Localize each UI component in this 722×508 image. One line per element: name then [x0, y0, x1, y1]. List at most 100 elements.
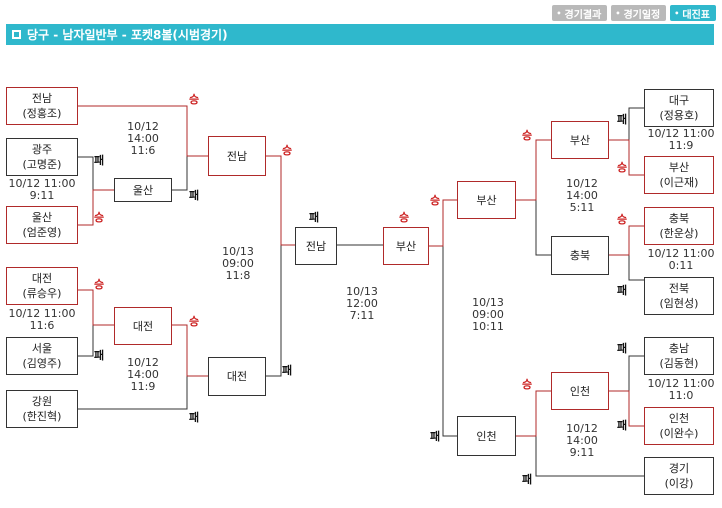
- match-time: 12:00: [346, 297, 378, 310]
- tab-results-label: 경기결과: [564, 9, 602, 21]
- winner-connectors: [78, 105, 644, 437]
- tab-bracket-label: 대진표: [682, 9, 710, 21]
- match-score: 11:6: [29, 319, 55, 332]
- player-busan[interactable]: 부산 (이근재): [644, 156, 714, 194]
- player-ulsan[interactable]: 울산 (엄준영): [6, 206, 78, 244]
- loss-mark: 패: [189, 189, 200, 202]
- round-incheon[interactable]: 인천: [551, 372, 609, 410]
- match-score: 11:0: [668, 389, 694, 402]
- match-info: 10/12 14:00 11:9: [118, 357, 168, 393]
- loss-mark: 패: [94, 154, 105, 167]
- player-region: 광주: [31, 143, 53, 156]
- player-region: 서울: [31, 342, 53, 355]
- win-mark: 승: [189, 93, 200, 106]
- player-chungnam[interactable]: 충남 (김동현): [644, 337, 714, 375]
- team-label: 전남: [226, 149, 248, 163]
- match-info: 10/12 11:00 11:9: [641, 128, 721, 152]
- match-info: 10/12 11:00 11:0: [641, 378, 721, 402]
- match-date: 10/12: [566, 177, 598, 190]
- win-mark: 승: [94, 278, 105, 291]
- team-label: 전남: [305, 239, 327, 253]
- match-info: 10/13 09:00 10:11: [463, 297, 513, 333]
- match-score: 5:11: [569, 201, 595, 214]
- tab-bracket[interactable]: •대진표: [670, 5, 716, 21]
- connector: [266, 244, 295, 377]
- loss-mark: 패: [282, 364, 293, 377]
- loss-mark: 패: [617, 113, 628, 126]
- player-name: (이근재): [659, 176, 699, 189]
- player-daegu[interactable]: 대구 (정용호): [644, 89, 714, 127]
- player-name: (이완수): [659, 427, 699, 440]
- player-name: (엄준영): [22, 226, 62, 239]
- connector: [172, 155, 208, 191]
- match-info: 10/12 14:00 11:6: [118, 121, 168, 157]
- match-info: 10/12 11:00 0:11: [641, 248, 721, 272]
- player-region: 대전: [31, 272, 53, 285]
- player-daejeon[interactable]: 대전 (류승우): [6, 267, 78, 305]
- match-score: 11:8: [225, 269, 251, 282]
- round-jeonnam[interactable]: 전남: [208, 136, 266, 176]
- match-score: 11:9: [130, 380, 156, 393]
- player-name: (김영주): [22, 357, 62, 370]
- match-time: 09:00: [472, 308, 504, 321]
- match-date: 10/12: [127, 120, 159, 133]
- team-label: 인천: [569, 384, 591, 398]
- player-gangwon[interactable]: 강원 (한진혁): [6, 390, 78, 428]
- player-name: (이강): [664, 477, 694, 490]
- round-chungbuk[interactable]: 충북: [551, 236, 609, 275]
- win-mark: 승: [617, 213, 628, 226]
- connector: [609, 139, 644, 176]
- connector: [429, 199, 457, 247]
- page-title: 당구 - 남자일반부 - 포켓8볼(시범경기): [27, 28, 228, 42]
- player-name: (김동현): [659, 357, 699, 370]
- loss-mark: 패: [522, 473, 533, 486]
- win-mark: 승: [399, 211, 410, 224]
- player-seoul[interactable]: 서울 (김영주): [6, 337, 78, 375]
- match-date: 10/13: [222, 245, 254, 258]
- semifinal-jeonnam[interactable]: 전남: [295, 227, 337, 265]
- player-jeonnam[interactable]: 전남 (정홍조): [6, 87, 78, 125]
- connector: [78, 189, 114, 226]
- team-label: 대전: [226, 370, 248, 383]
- win-mark: 승: [94, 211, 105, 224]
- round-ulsan[interactable]: 울산: [114, 178, 172, 202]
- win-mark: 승: [522, 378, 533, 391]
- tab-schedule-label: 경기일정: [623, 9, 661, 21]
- round-incheon-2[interactable]: 인천: [457, 416, 516, 456]
- round-daejeon[interactable]: 대전: [114, 307, 172, 345]
- team-label: 부산: [476, 193, 497, 207]
- win-mark: 승: [282, 144, 293, 157]
- player-region: 울산: [31, 211, 53, 224]
- final-busan[interactable]: 부산: [383, 227, 429, 265]
- bullet-icon: •: [674, 8, 680, 18]
- bullet-icon: •: [556, 8, 562, 18]
- player-chungbuk[interactable]: 충북 (한운상): [644, 207, 714, 245]
- loss-mark: 패: [94, 349, 105, 362]
- player-region: 대구: [668, 94, 690, 107]
- view-tabs: •경기결과 •경기일정 •대진표: [552, 5, 716, 21]
- player-incheon[interactable]: 인천 (이완수): [644, 407, 714, 445]
- page-title-bar: 당구 - 남자일반부 - 포켓8볼(시범경기): [6, 24, 714, 45]
- connector: [516, 139, 551, 201]
- round-busan[interactable]: 부산: [551, 121, 609, 159]
- round-busan-2[interactable]: 부산: [457, 181, 516, 219]
- match-time: 10/12 11:00: [8, 177, 76, 190]
- player-region: 전북: [668, 282, 690, 295]
- tab-results[interactable]: •경기결과: [552, 5, 608, 21]
- bullet-icon: •: [615, 8, 621, 18]
- player-gyeonggi[interactable]: 경기 (이강): [644, 457, 714, 495]
- loss-mark: 패: [617, 419, 628, 432]
- loss-mark: 패: [430, 430, 441, 443]
- round-daejeon-2[interactable]: 대전: [208, 357, 266, 396]
- team-label: 충북: [569, 249, 591, 262]
- player-jeonbuk[interactable]: 전북 (임현성): [644, 277, 714, 315]
- team-label: 인천: [476, 429, 497, 443]
- team-label: 부산: [395, 239, 417, 253]
- player-name: (한진혁): [22, 410, 62, 423]
- tab-schedule[interactable]: •경기일정: [611, 5, 667, 21]
- player-region: 강원: [31, 395, 53, 408]
- player-name: (정용호): [659, 109, 699, 122]
- player-gwangju[interactable]: 광주 (고명준): [6, 138, 78, 176]
- loss-mark: 패: [309, 211, 320, 224]
- match-time: 14:00: [127, 132, 159, 145]
